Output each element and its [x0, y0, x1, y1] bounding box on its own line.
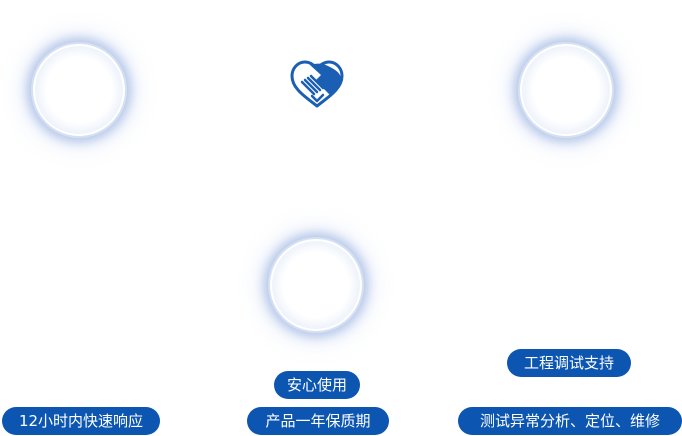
repair-badge: 测试异常分析、定位、维修 — [458, 407, 682, 435]
ring-icon — [520, 44, 612, 136]
ring-icon — [33, 44, 125, 136]
response-badge: 12小时内快速响应 — [2, 407, 160, 435]
warranty-badge: 产品一年保质期 — [247, 407, 389, 435]
debug-support-badge: 工程调试支持 — [507, 349, 631, 377]
ring-icon — [270, 239, 362, 331]
handshake-heart-icon — [290, 60, 344, 108]
support-badge: 安心使用 — [274, 371, 360, 399]
